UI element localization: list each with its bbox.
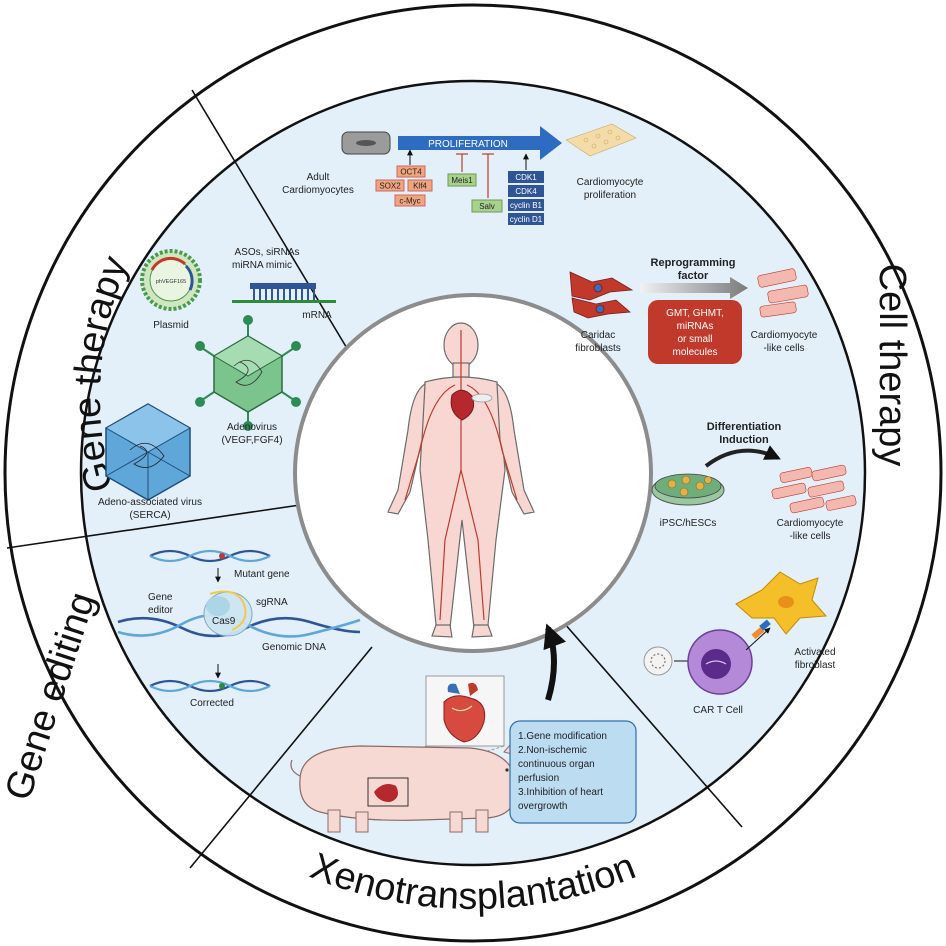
cas9-icon [203,590,253,637]
svg-text:c-Myc: c-Myc [399,197,420,206]
svg-text:SOX2: SOX2 [379,182,401,191]
reprogram-target-2: -like cells [763,343,804,354]
proliferation-arrow-label: PROLIFERATION [428,139,508,150]
proliferation-arrow [398,126,562,160]
proliferation-section: Adult Cardiomyocytes PROLIFERATION Cardi… [282,123,644,225]
aav-label-1: Adeno-associated virus [98,497,202,508]
transplant-arrow [543,623,566,701]
factor-pills: OCT4 SOX2 Klf4 c-Myc [375,165,433,207]
gene-editor-label-2: editor [148,605,174,616]
differentiation-arrow [704,445,781,468]
result-label-2: proliferation [584,190,636,201]
reprogramming-box [648,300,742,364]
cell-therapy-title: Cell therapy [871,264,913,467]
car-t-section: CAR T Cell Activated fibroblast [643,571,836,716]
cardiomyocyte-like-cells-icon [757,268,809,318]
fibroblast-target-1: Activated [794,647,835,658]
svg-text:3.Inhibition of heart: 3.Inhibition of heart [518,787,603,798]
asos-label-1: ASOs, siRNAs [234,247,299,258]
plasmid-icon: phVEGF165 [140,249,202,311]
svg-text:CDK1: CDK1 [515,173,537,182]
reprogramming-arrow [640,277,748,299]
cas9-label: Cas9 [212,616,236,627]
car-t-label: CAR T Cell [693,705,743,716]
adenovirus-icon [195,315,301,431]
adeno-label-2: (VEGF,FGF4) [221,435,282,446]
reprogramming-title-1: Reprogramming [651,257,736,269]
svg-text:cyclin B1: cyclin B1 [510,201,543,210]
aav-label-2: (SERCA) [129,510,170,521]
diff-target-1: Cardiomyocyte [777,518,844,529]
svg-text:OCT4: OCT4 [400,168,422,177]
aav-icon [104,403,192,501]
inhibitor-pills: Meis1 Salv [447,173,503,213]
fibroblast-target-2: fibroblast [795,660,836,671]
blood-vessels [404,330,518,621]
gene-editor-label-1: Gene [148,592,173,603]
xeno-criteria-box [509,720,637,824]
virus-particle-icon [643,646,673,676]
differentiated-cells-icon [771,464,857,514]
adult-label-2: Cardiomyocytes [282,185,354,196]
asos-label-2: miRNA mimic [232,260,292,271]
adult-label-1: Adult [307,172,330,183]
corrected-dna-icon [149,679,271,693]
reprogramming-section: Caridac fibroblasts Reprogramming factor… [569,257,818,364]
mrna-label: mRNA [302,310,332,321]
svg-text:2.Non-ischemic: 2.Non-ischemic [518,745,587,756]
ipsc-label: iPSC/hESCs [660,518,717,529]
differentiation-section: Differentiation Induction iPSC/hESCs Car… [651,421,857,542]
svg-text:phVEGF165: phVEGF165 [156,279,186,285]
diff-target-2: -like cells [789,531,830,542]
gene-editing-section: Mutant gene Gene editor sgRNA Cas9 Genom… [117,549,361,709]
fibroblast-label-1: Caridac [581,330,615,341]
inhibitor-lines [456,153,494,198]
mutant-label: Mutant gene [234,569,290,580]
human-body [387,322,535,638]
differentiation-title-1: Differentiation [707,421,782,433]
svg-text:overgrowth: overgrowth [518,801,567,812]
proliferated-cells-icon [565,123,637,157]
svg-text:miRNAs: miRNAs [677,321,714,332]
heart-icon [450,389,475,421]
svg-text:perfusion: perfusion [518,773,559,784]
fibroblast-label-2: fibroblasts [575,343,621,354]
adeno-label-1: Adenovirus [227,422,277,433]
differentiation-title-2: Induction [719,434,769,446]
svg-text:Klf4: Klf4 [413,182,427,191]
sector-dividers [6,89,743,869]
reprogram-target-1: Cardiomyocyte [751,330,818,341]
xeno-section: 1.Gene modification 2.Non-ischemic conti… [290,623,637,833]
petri-dish-icon [651,473,725,506]
mutant-dna-icon [149,549,271,563]
svg-text:Meis1: Meis1 [451,176,473,185]
result-label-1: Cardiomyocyte [577,177,644,188]
svg-text:continuous organ: continuous organ [518,759,595,770]
corrected-label: Corrected [190,698,234,709]
svg-text:molecules: molecules [672,347,717,358]
car-receptor-icon [751,626,765,640]
plasmid-label: Plasmid [153,320,189,331]
sgrna-label: sgRNA [256,597,288,608]
svg-text:1.Gene modification: 1.Gene modification [518,731,607,742]
svg-text:cyclin D1: cyclin D1 [510,215,543,224]
fibroblast-icon [569,271,634,319]
svg-text:Salv: Salv [479,202,495,211]
reprogramming-title-2: factor [678,270,709,282]
svg-text:GMT, GHMT,: GMT, GHMT, [666,308,724,319]
cyclin-pills: CDK1 CDK4 cyclin B1 cyclin D1 [508,171,544,225]
pig-heart-icon [443,682,486,743]
gene-therapy-section: ASOs, siRNAs miRNA mimic mRNA phVEGF165 … [98,247,336,521]
sirna-strand-icon [232,283,336,303]
genomic-dna-label: Genomic DNA [262,642,326,653]
device-icon [471,393,493,403]
svg-text:or small: or small [677,334,712,345]
svg-text:CDK4: CDK4 [515,187,537,196]
